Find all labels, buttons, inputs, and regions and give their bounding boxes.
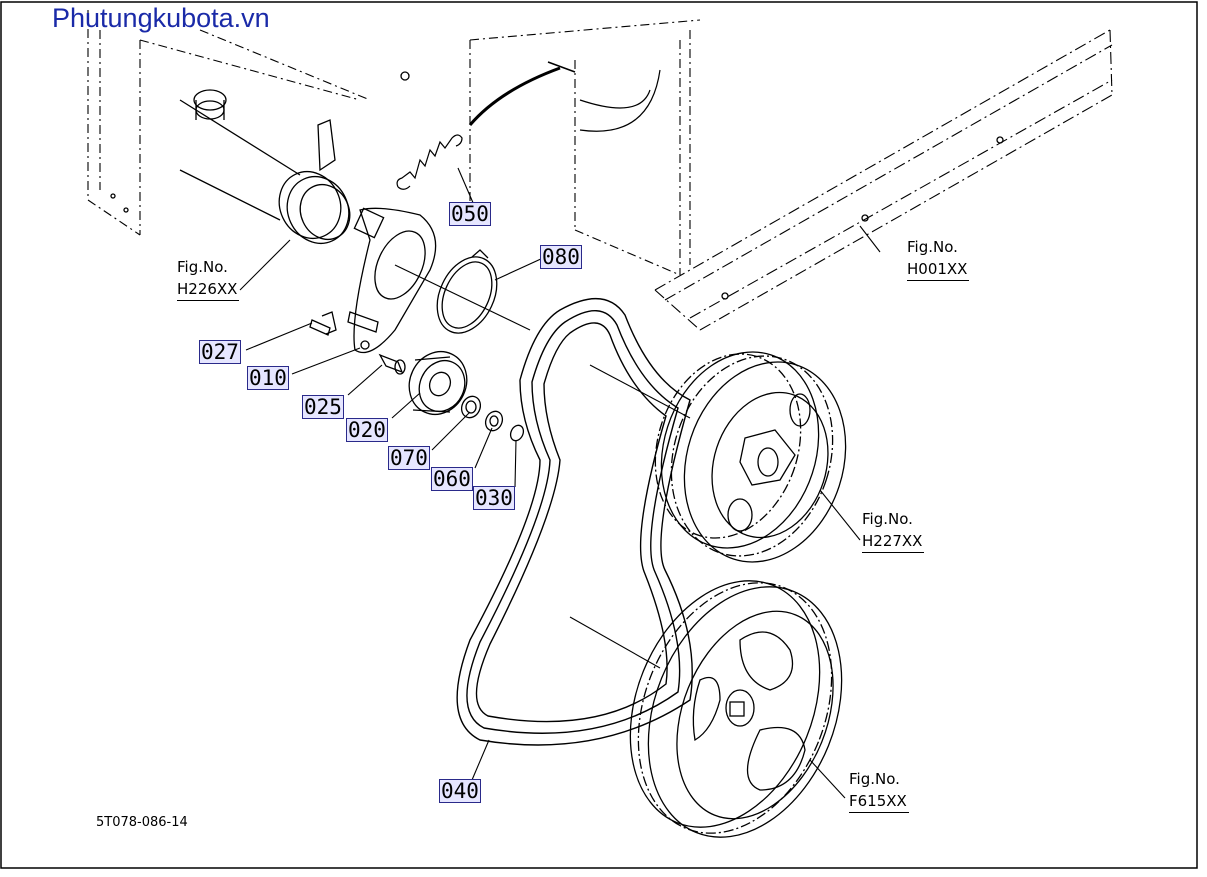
part-label-027[interactable]: 027 [199, 340, 241, 364]
chassis-outline [87, 10, 701, 276]
part-label-060[interactable]: 060 [431, 467, 473, 491]
leader-lines [239, 167, 881, 799]
fan-pulley [629, 580, 843, 838]
fig-ref-f615-code: F615XX [849, 790, 909, 813]
part-label-050[interactable]: 050 [449, 202, 491, 226]
washer [484, 410, 504, 432]
crank-pulley [654, 351, 847, 563]
part-label-080[interactable]: 080 [540, 245, 582, 269]
fig-ref-h226[interactable]: Fig.No. H226XX [177, 256, 240, 301]
cylinder-housing [179, 89, 351, 244]
idler-pulley [408, 351, 468, 415]
retaining-ring [509, 424, 525, 442]
fig-ref-h001[interactable]: Fig.No. H001XX [907, 236, 970, 281]
tension-arm [347, 207, 437, 354]
pivot-pin [378, 353, 406, 375]
site-watermark: Phutungkubota.vn [52, 3, 270, 33]
fig-ref-f615[interactable]: Fig.No. F615XX [849, 768, 909, 813]
control-cable [468, 66, 561, 126]
tension-spring [396, 134, 463, 190]
v-belt [456, 297, 693, 746]
part-label-070[interactable]: 070 [388, 446, 430, 470]
snap-ring [436, 249, 498, 334]
part-label-030[interactable]: 030 [473, 486, 515, 510]
drawing-code: 5T078-086-14 [96, 815, 188, 830]
frame-beam [654, 29, 1113, 331]
part-label-025[interactable]: 025 [302, 395, 344, 419]
fig-ref-h227-title: Fig.No. [862, 510, 913, 528]
fig-ref-h226-code: H226XX [177, 278, 240, 301]
fan-shroud [579, 89, 651, 109]
fig-ref-h227[interactable]: Fig.No. H227XX [862, 508, 925, 553]
part-label-020[interactable]: 020 [346, 418, 388, 442]
bearing [460, 395, 482, 419]
fig-ref-f615-title: Fig.No. [849, 770, 900, 788]
fig-ref-h001-title: Fig.No. [907, 238, 958, 256]
fig-ref-h227-code: H227XX [862, 530, 925, 553]
fig-ref-h001-code: H001XX [907, 258, 970, 281]
bolt [309, 311, 337, 336]
part-label-010[interactable]: 010 [247, 366, 289, 390]
part-label-040[interactable]: 040 [439, 779, 481, 803]
fig-ref-h226-title: Fig.No. [177, 258, 228, 276]
